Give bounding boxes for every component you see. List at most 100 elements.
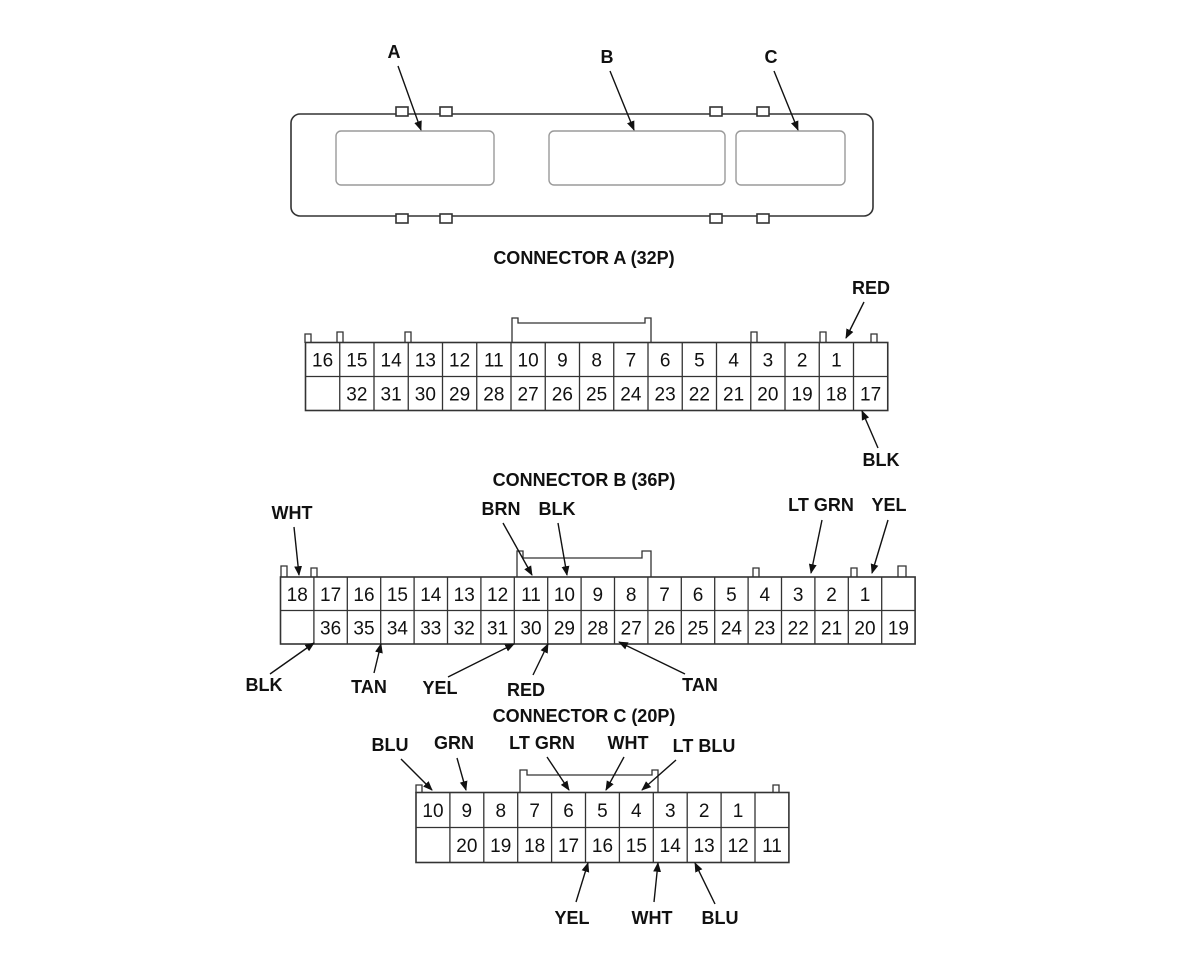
pointer-arrow [269, 642, 315, 675]
pointer-arrow [605, 756, 625, 791]
pin-23: 23 [754, 618, 775, 639]
connector-post [304, 333, 312, 343]
pointer-arrow [397, 65, 422, 131]
pin-10: 10 [518, 351, 539, 372]
pin-24: 24 [721, 618, 743, 639]
pin-17: 17 [320, 585, 341, 606]
connector-latch [516, 550, 652, 578]
pointer-arrow [502, 522, 533, 576]
pointer-arrow [456, 757, 468, 791]
pin-13: 13 [415, 351, 436, 372]
pin-1: 1 [733, 801, 744, 822]
pin-19: 19 [792, 385, 813, 406]
connector-latch [511, 317, 652, 343]
pin-8: 8 [626, 585, 637, 606]
housing-notch [439, 106, 453, 117]
pin-1: 1 [831, 351, 842, 372]
wire-label-blu-pin-13: BLU [702, 908, 739, 928]
pin-7: 7 [626, 351, 637, 372]
connector-post [772, 784, 780, 793]
pin-30: 30 [520, 618, 541, 639]
pin-27: 27 [621, 618, 642, 639]
pin-28: 28 [483, 385, 504, 406]
pin-4: 4 [631, 801, 642, 822]
connector-post [750, 331, 758, 343]
pin-30: 30 [415, 385, 436, 406]
pin-4: 4 [728, 351, 739, 372]
wire-label-yel-pin-16: YEL [554, 908, 589, 928]
housing-notch [439, 213, 453, 224]
connector-post [280, 565, 288, 578]
pin-16: 16 [592, 836, 613, 857]
socket-b [548, 130, 726, 186]
pin-11: 11 [484, 351, 504, 372]
pin-22: 22 [788, 618, 809, 639]
housing-notch [395, 106, 409, 117]
socket-c [735, 130, 846, 186]
pointer-arrow [557, 522, 570, 576]
pin-17: 17 [558, 836, 579, 857]
pin-26: 26 [552, 385, 573, 406]
pin-36: 36 [320, 618, 341, 639]
housing-notch [756, 213, 770, 224]
pointer-arrow [532, 643, 549, 676]
wire-label-red-pin-1: RED [852, 278, 890, 298]
pin-22: 22 [689, 385, 710, 406]
pin-20: 20 [757, 385, 778, 406]
pin-9: 9 [462, 801, 473, 822]
wire-label-brn-pin-11: BRN [482, 499, 521, 519]
wire-label-blu-pin-10: BLU [372, 735, 409, 755]
pin-33: 33 [420, 618, 441, 639]
pin-29: 29 [554, 618, 575, 639]
pin-20: 20 [456, 836, 477, 857]
pin-15: 15 [346, 351, 367, 372]
connector-latch [519, 769, 659, 793]
pin-23: 23 [655, 385, 676, 406]
pin-21: 21 [821, 618, 842, 639]
pin-13: 13 [694, 836, 715, 857]
pointer-arrow [609, 70, 635, 131]
connector-post [415, 784, 423, 793]
pin-5: 5 [597, 801, 608, 822]
ecu-housing-overview: A B C [290, 42, 874, 224]
pointer-arrow [618, 641, 686, 675]
pin-27: 27 [518, 385, 539, 406]
pin-32: 32 [454, 618, 475, 639]
pin-31: 31 [487, 618, 508, 639]
wire-label-yel-pin-30: YEL [422, 678, 457, 698]
pin-9: 9 [557, 351, 568, 372]
label-c: C [765, 47, 778, 67]
connector-post [850, 567, 858, 578]
connector-post [404, 331, 412, 343]
wire-label-blk-pin-10: BLK [539, 499, 576, 519]
pointer-arrow [861, 410, 879, 449]
pin-6: 6 [563, 801, 574, 822]
pin-3: 3 [665, 801, 676, 822]
pin-11: 11 [521, 585, 541, 606]
housing-notch [709, 106, 723, 117]
pin-28: 28 [587, 618, 608, 639]
pin-15: 15 [387, 585, 408, 606]
pointer-arrow [447, 643, 515, 678]
pin-10: 10 [422, 801, 443, 822]
pin-14: 14 [381, 351, 403, 372]
pin-32: 32 [346, 385, 367, 406]
pin-8: 8 [591, 351, 602, 372]
wire-label-wht-pin-5: WHT [608, 733, 649, 753]
pointer-arrow [373, 643, 383, 674]
pin-4: 4 [760, 585, 771, 606]
pin-18: 18 [287, 585, 308, 606]
pin-11: 11 [762, 836, 782, 857]
wire-label-lt-grn-pin-3: LT GRN [788, 495, 854, 515]
pin-25: 25 [586, 385, 607, 406]
pin-35: 35 [353, 618, 374, 639]
pin-2: 2 [797, 351, 808, 372]
pin-18: 18 [524, 836, 545, 857]
housing-notch [709, 213, 723, 224]
pin-21: 21 [723, 385, 744, 406]
wire-label-tan-pin-27: TAN [682, 675, 718, 695]
pin-29: 29 [449, 385, 470, 406]
